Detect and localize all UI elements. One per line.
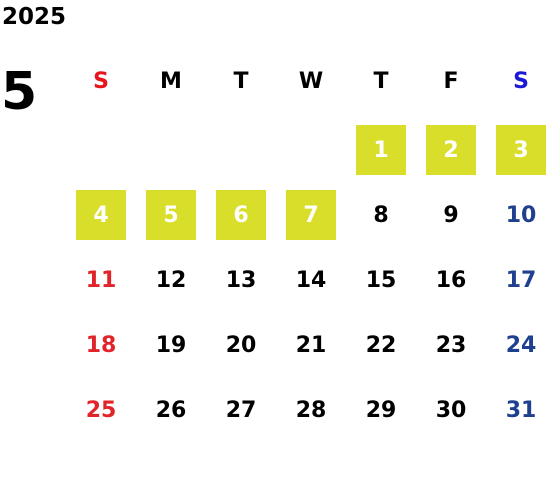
- day-cell-20[interactable]: 20: [225, 332, 257, 358]
- day-cell-18[interactable]: 18: [85, 332, 117, 358]
- weekday-header-sat: S: [513, 68, 529, 94]
- day-cell-16[interactable]: 16: [435, 267, 467, 293]
- day-cell-23[interactable]: 23: [435, 332, 467, 358]
- calendar-year: 2025: [2, 4, 67, 30]
- day-cell-30[interactable]: 30: [435, 397, 467, 423]
- day-cell-6[interactable]: 6: [216, 190, 266, 240]
- calendar-month: 5: [1, 62, 38, 122]
- day-cell-24[interactable]: 24: [505, 332, 537, 358]
- day-cell-2[interactable]: 2: [426, 125, 476, 175]
- day-cell-3[interactable]: 3: [496, 125, 546, 175]
- day-cell-26[interactable]: 26: [155, 397, 187, 423]
- day-cell-19[interactable]: 19: [155, 332, 187, 358]
- day-cell-7[interactable]: 7: [286, 190, 336, 240]
- day-cell-5[interactable]: 5: [146, 190, 196, 240]
- day-cell-28[interactable]: 28: [295, 397, 327, 423]
- weekday-header-sun: S: [93, 68, 109, 94]
- day-cell-14[interactable]: 14: [295, 267, 327, 293]
- weekday-header-fri: F: [443, 68, 459, 94]
- weekday-header-wed: W: [298, 68, 324, 94]
- day-cell-22[interactable]: 22: [365, 332, 397, 358]
- day-cell-10[interactable]: 10: [505, 202, 537, 228]
- day-cell-25[interactable]: 25: [85, 397, 117, 423]
- day-cell-31[interactable]: 31: [505, 397, 537, 423]
- day-cell-13[interactable]: 13: [225, 267, 257, 293]
- day-cell-11[interactable]: 11: [85, 267, 117, 293]
- day-cell-1[interactable]: 1: [356, 125, 406, 175]
- day-cell-27[interactable]: 27: [225, 397, 257, 423]
- day-cell-17[interactable]: 17: [505, 267, 537, 293]
- weekday-header-tue: T: [233, 68, 249, 94]
- day-cell-15[interactable]: 15: [365, 267, 397, 293]
- day-cell-29[interactable]: 29: [365, 397, 397, 423]
- day-cell-12[interactable]: 12: [155, 267, 187, 293]
- day-cell-8[interactable]: 8: [373, 202, 389, 228]
- weekday-header-mon: M: [160, 68, 182, 94]
- day-cell-21[interactable]: 21: [295, 332, 327, 358]
- day-cell-4[interactable]: 4: [76, 190, 126, 240]
- weekday-header-thu: T: [373, 68, 389, 94]
- day-cell-9[interactable]: 9: [443, 202, 459, 228]
